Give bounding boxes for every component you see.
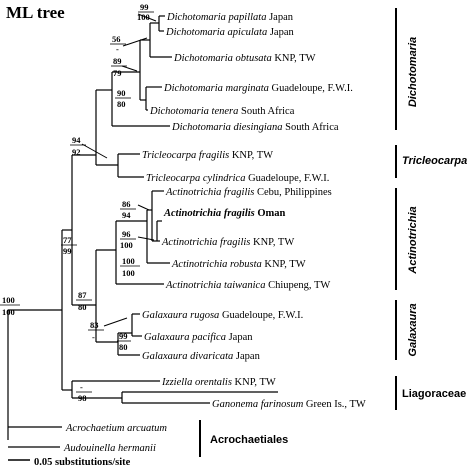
support-top: 99 (119, 331, 128, 341)
taxon-labels: Dichotomaria papillata Japan Dichotomari… (63, 12, 366, 454)
support-top: 83 (90, 320, 99, 330)
taxon-label: Actinotrichia taiwanica Chiupeng, TW (165, 280, 330, 291)
support-bottom: - (92, 332, 95, 342)
support-bottom: 99 (63, 246, 72, 256)
taxon-label: Galaxaura rugosa Guadeloupe, F.W.I. (142, 310, 303, 321)
taxon-label: Ganonema farinosum Green Is., TW (212, 399, 366, 410)
clade-label-actinotrichia: Actinotrichia (407, 206, 419, 274)
support-bottom: 94 (122, 210, 131, 220)
support-bottom: - (116, 44, 119, 54)
support-bottom: 80 (119, 342, 128, 352)
support-arrows (81, 13, 157, 327)
taxon-label: Actinotrichia fragilis Oman (163, 208, 286, 219)
taxon-label: Galaxaura pacifica Japan (144, 332, 253, 343)
clade-label-galaxaura: Galaxaura (407, 303, 419, 356)
taxon-label: Dichotomaria obtusata KNP, TW (173, 53, 316, 64)
support-top: - (80, 382, 83, 392)
taxon-label: Actinotrichia fragilis Cebu, Philippines (165, 187, 332, 198)
support-top: 94 (72, 135, 81, 145)
support-top: 87 (78, 290, 87, 300)
support-top: 100 (122, 256, 135, 266)
support-top: 77 (63, 235, 72, 245)
scale-label: 0.05 substitutions/site (34, 457, 131, 468)
taxon-label: Actinotrichia robusta KNP, TW (171, 259, 306, 270)
support-bottom: 80 (78, 302, 87, 312)
support-bottom: 100 (122, 268, 135, 278)
taxon-label: Dichotomaria papillata Japan (166, 12, 294, 23)
taxon-label: Dichotomaria tenera South Africa (149, 106, 295, 117)
tree-title: ML tree (6, 3, 65, 22)
taxon-label: Actinotrichia fragilis KNP, TW (161, 237, 294, 248)
scale-bar: 0.05 substitutions/site (8, 457, 131, 468)
clade-label-dichotomaria: Dichotomaria (407, 37, 419, 107)
support-top: 100 (2, 295, 15, 305)
support-bottom: 98 (78, 393, 87, 403)
support-bottom: 100 (137, 12, 150, 22)
support-bottom: 92 (72, 147, 81, 157)
support-top: 86 (122, 199, 131, 209)
taxon-label: Tricleocarpa cylindrica Guadeloupe, F.W.… (146, 173, 329, 184)
taxon-label: Izziella orentalis KNP, TW (161, 377, 276, 388)
taxon-label: Galaxaura divaricata Japan (142, 351, 261, 362)
support-top: 89 (113, 56, 122, 66)
taxon-label: Dichotomaria apiculata Japan (165, 27, 295, 38)
support-top: 96 (122, 229, 131, 239)
support-bottom: 100 (120, 240, 133, 250)
support-bottom: 79 (113, 68, 122, 78)
clade-label-acrochaetiales: Acrochaetiales (210, 434, 288, 446)
support-values: 99 100 56 - 89 79 90 80 94 92 86 94 96 1… (0, 2, 154, 403)
support-top: 56 (112, 34, 121, 44)
taxon-label: Dichotomaria marginata Guadeloupe, F.W.I… (163, 83, 353, 94)
clade-label-liagoraceae: Liagoraceae (402, 388, 466, 400)
taxon-label: Tricleocarpa fragilis KNP, TW (142, 150, 273, 161)
taxon-label: Audouinella hermanii (63, 443, 156, 454)
support-bottom: 80 (117, 99, 126, 109)
support-top: 90 (117, 88, 126, 98)
clade-brackets: Dichotomaria Tricleocarpa Actinotrichia … (199, 8, 467, 457)
support-bottom: 100 (2, 307, 15, 317)
clade-label-tricleocarpa: Tricleocarpa (402, 155, 467, 167)
taxon-label: Acrochaetium arcuatum (65, 423, 167, 434)
taxon-label: Dichotomaria diesingiana South Africa (171, 122, 339, 133)
support-top: 99 (140, 2, 149, 12)
tree-branches (7, 15, 278, 448)
